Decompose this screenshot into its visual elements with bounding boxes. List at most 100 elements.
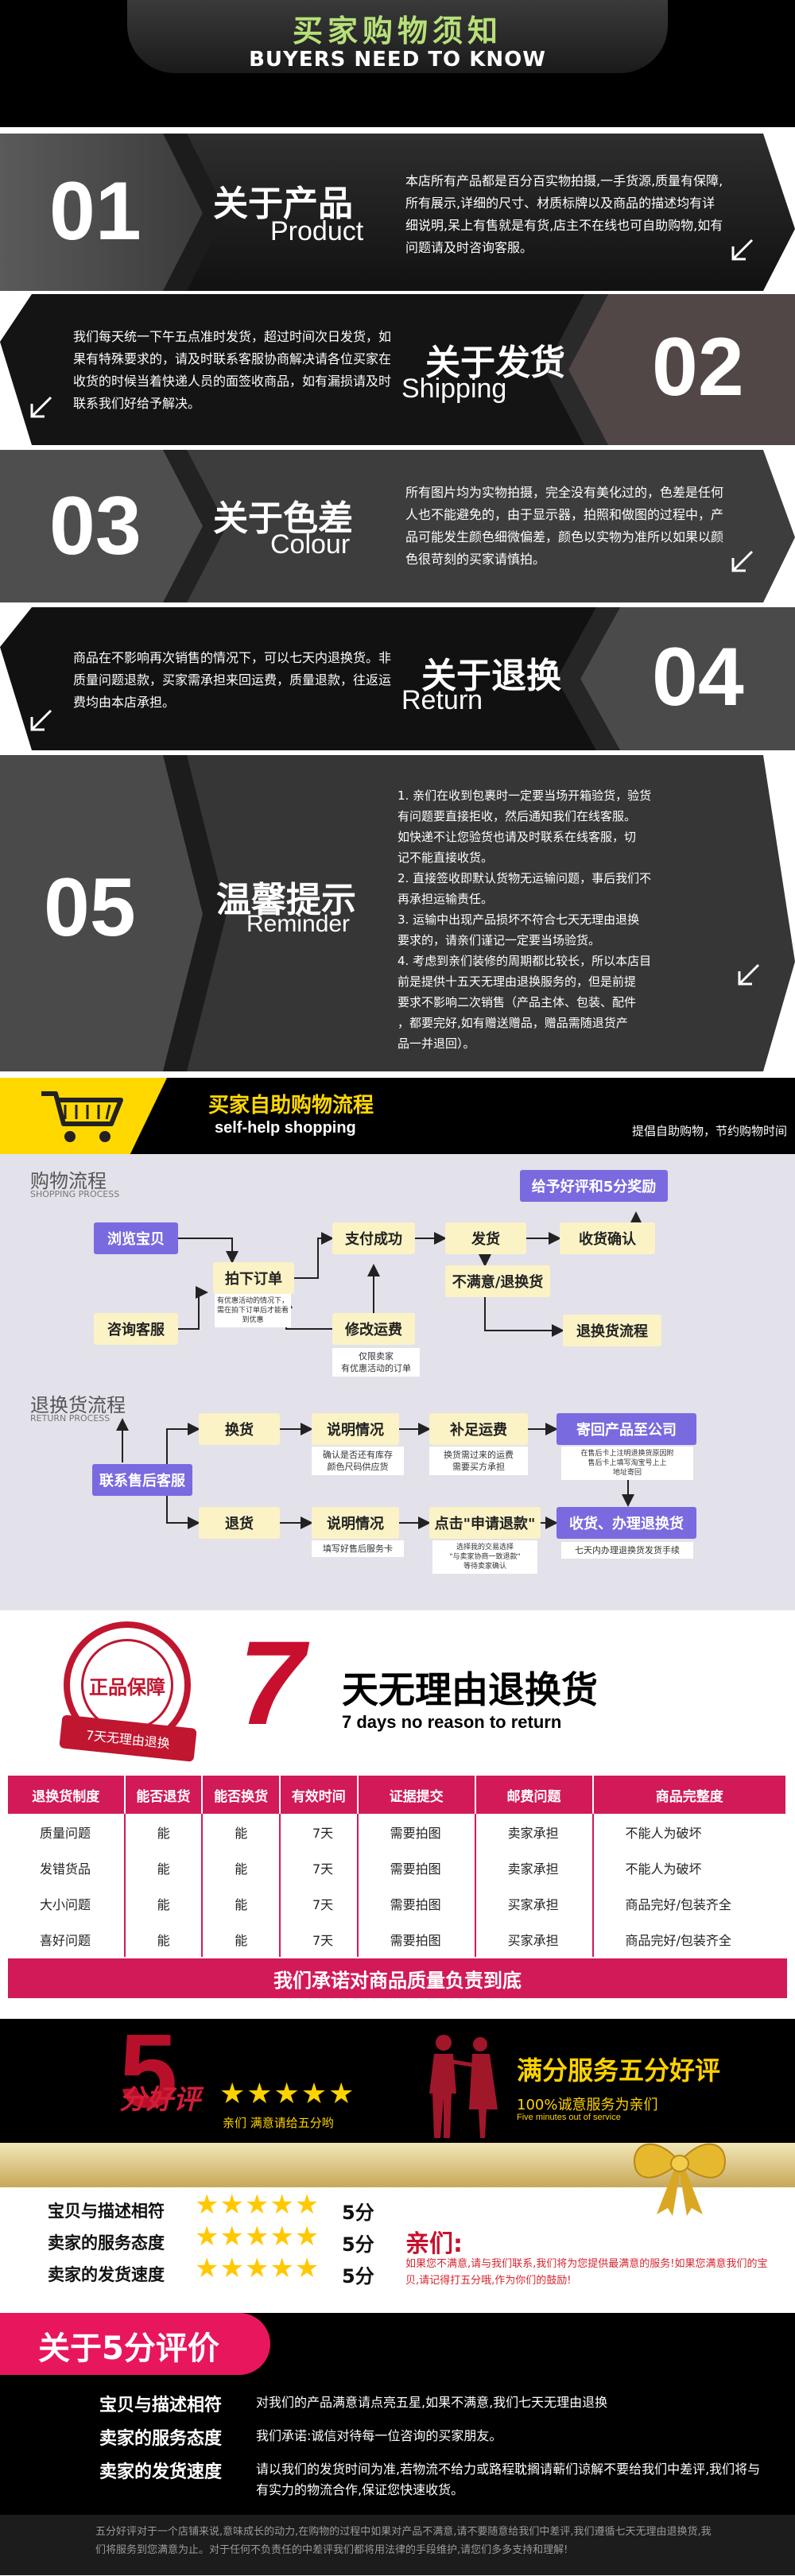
flow-sendback-note: 在售后卡上注明退换货原因附 售后卡上填写淘宝号上上 地址寄回 [561,1447,693,1480]
shopping-cart-icon [41,1091,123,1142]
dear-text: 如果您不满意,请与我们联系,我们将为您提供最满意的服务!如果您满意我们的宝贝,请… [405,2258,768,2287]
table-cell: 需要拍图 [357,1885,476,1921]
selfhelp-title: 买家自助购物流程 [208,1094,374,1118]
flow-refund: 退货 [199,1507,280,1539]
flow-supplement: 补足运费 [429,1413,528,1445]
table-cell: 买家承担 [475,1921,594,1957]
flow-pay: 支付成功 [332,1222,415,1254]
section-desc: 所有图片均为实物拍摄，完全没有美化过的，色差是任何人也不能避免的，由于显示器，拍… [405,485,724,567]
table-cell: 商品完好/包装齐全 [625,1932,731,1948]
table-header: 能否换货 [202,1776,281,1814]
rating-score: 5分 [342,2265,374,2287]
five-please: 亲们 满意请给五分哟 [223,2116,334,2130]
quality-promise: 我们承诺对商品质量负责到底 [8,1958,787,1998]
about-footer [0,2515,795,2575]
reminder-line: 如快递不让您验货也请及时联系在线客服，切 [398,830,637,844]
table-cell: 能 [202,1814,281,1850]
section-desc: 我们每天统一下午五点准时发货，超过时间次日发货，如果有特殊要求的，请及时联系客服… [73,329,392,411]
table-cell: 商品完好/包装齐全 [625,1896,731,1912]
table-header: 有效时间 [279,1776,359,1814]
table-row: 质量问题 能 能 7天 需要拍图 卖家承担 不能人为破坏 [8,1814,786,1850]
section-title-cn: 关于退换 [421,656,561,696]
table-cell: 能 [124,1850,204,1885]
flow-modify-note: 仅限卖家 有优惠活动的订单 [332,1348,420,1377]
section-product: 01 关于产品 Product 本店所有产品都是百分百实物拍摄,一手货源,质量有… [0,134,795,291]
table-cell: 大小问题 [8,1885,126,1921]
shopping-process-subtitle: SHOPPING PROCESS [30,1189,120,1199]
flow-supplement-note: 换货需过来的运费 需要买方承担 [429,1447,528,1475]
about-item-text: 请以我们的发货时间为准,若物流不给力或路程耽搁请蕲们谅解不要给我们中差评,我们将… [256,2462,761,2497]
flow-receive: 收货、办理退换货 [556,1507,696,1539]
section-title-en: Reminder [246,911,351,937]
about-footer-text: 五分好评对于一个店铺来说,意味成长的动力,在购物的过程中如果对产品不满意,请不要… [95,2526,712,2556]
reminder-line: 品一并退回）。 [398,1036,475,1051]
flow-exchange: 换货 [199,1413,280,1445]
section-title-en: Shipping [401,374,507,404]
rating-score: 5分 [342,2233,374,2256]
table-cell: 不能人为破坏 [625,1861,702,1877]
section-title-cn: 温馨提示 [216,880,356,920]
section-return-bg [0,607,795,750]
reminder-line: 1. 亲们在收到包裹时一定要当场开箱验货，验货 [398,788,652,803]
flow-apply: 点击"申请退款" [429,1507,541,1539]
table-header: 能否退货 [124,1776,204,1814]
table-cell: 发错货品 [8,1850,126,1885]
seven-title-cn: 天无理由退换货 [342,1668,598,1711]
arrow-down-left-icon [30,396,52,418]
section-number: 01 [49,165,142,258]
arrow-down-left-icon [731,238,754,261]
section-colour-bg [0,450,795,602]
section-title-cn: 关于发货 [425,343,565,383]
table-header-row: 退换货制度 能否退货 能否换货 有效时间 证据提交 邮费问题 商品完整度 [8,1776,788,1814]
seven-days-section: 正品保障 7天无理由退换 7 天无理由退换货 7 days no reason … [0,1610,795,2008]
table-cell: 需要拍图 [357,1850,476,1885]
section-reminder: 05 温馨提示 Reminder 1. 亲们在收到包裹时一定要当场开箱验货，验货… [0,755,795,1071]
header-title-en: BUYERS NEED TO KNOW [249,48,546,72]
return-process-title: 退换货流程 [30,1394,126,1416]
table-row: 喜好问题 能 能 7天 需要拍图 买家承担 商品完好/包装齐全 [8,1921,786,1957]
reminder-line: 要求的，请亲们谨记一定要当场验货。 [398,933,601,947]
rating-label: 宝贝与描述相符 [48,2202,165,2221]
flow-unsatisfied: 不满意/退换货 [445,1265,550,1297]
section-title-cn: 关于产品 [213,184,353,224]
header: 买家购物须知 BUYERS NEED TO KNOW [0,0,795,127]
table-cell: 能 [124,1885,204,1921]
section-return: 商品在不影响再次销售的情况下，可以七天内退换货。非质量问题退款，买家需承担来回运… [0,607,795,750]
selfhelp-tagline: 提倡自助购物，节约购物时间 [631,1124,787,1138]
flow-browse: 浏览宝贝 [94,1222,178,1254]
star-rating-icon: ★★★★★ [195,2253,320,2284]
table-cell: 卖家承担 [475,1814,594,1850]
flow-contact: 联系售后客服 [92,1464,192,1496]
table-cell: 能 [124,1921,204,1957]
big-seven: 7 [238,1616,305,1749]
reminder-line: 再承担运输责任。 [398,892,494,906]
seal-text: 正品保障 [89,1675,165,1699]
section-reminder-bg [0,755,795,1071]
section-number: 05 [44,862,136,954]
five-haoping: 分好评 [119,2084,200,2116]
about-item-label: 宝贝与描述相符 [99,2396,223,2415]
about-title: 关于5分评价 [38,2330,219,2367]
table-cell: 需要拍图 [357,1814,476,1850]
table-cell: 能 [202,1850,281,1885]
flow-explain1-note: 确认是否还有库存 颜色尺码供应货 [312,1447,404,1475]
reminder-line: 2. 直接签收即默认货物无运输问题，事后我们不 [398,871,652,885]
table-header: 商品完整度 [592,1776,788,1814]
table-cell: 买家承担 [475,1885,594,1921]
five-star-subtitle-en: Five minutes out of service [517,2113,621,2122]
table-cell: 能 [124,1814,204,1850]
reminder-list: 1. 亲们在收到包裹时一定要当场开箱验货，验货 有问题要直接拒收，然后通知我们在… [398,785,716,1054]
table-header: 退换货制度 [8,1776,126,1814]
flow-explain2: 说明情况 [312,1507,399,1539]
table-cell: 7天 [279,1850,359,1885]
table-row: 大小问题 能 能 7天 需要拍图 买家承担 商品完好/包装齐全 [8,1885,786,1921]
flow-consult: 咨询客服 [94,1313,178,1345]
big-five: 5 [119,2012,178,2129]
star-rating-icon: ★★★★★ [195,2221,320,2253]
table-header: 证据提交 [357,1776,476,1814]
section-colour: 03 关于色差 Colour 所有图片均为实物拍摄，完全没有美化过的，色差是任何… [0,450,795,602]
rating-label: 卖家的服务态度 [48,2233,165,2253]
header-tab [127,0,668,73]
table-cell: 7天 [279,1814,359,1850]
